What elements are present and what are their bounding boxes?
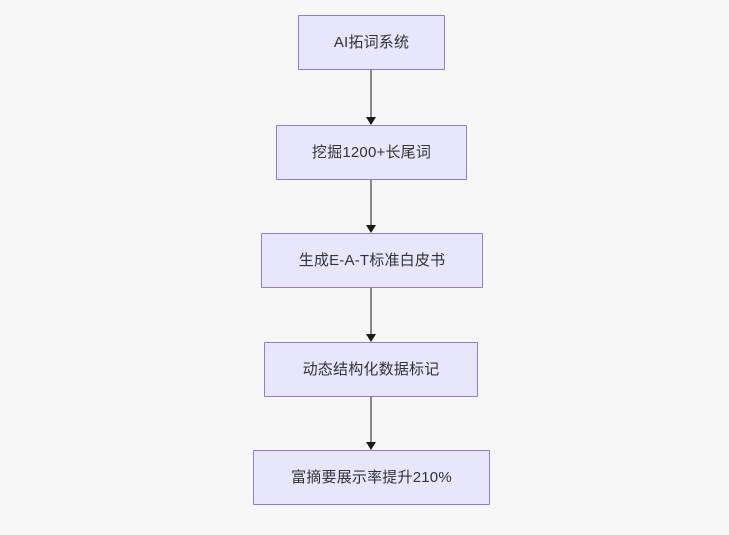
flow-node-structured-data-markup[interactable]: 动态结构化数据标记	[264, 342, 478, 397]
arrowhead-icon	[365, 225, 376, 233]
connector-line	[370, 180, 372, 225]
flow-node-ai-keyword-system[interactable]: AI拓词系统	[298, 15, 445, 70]
flow-node-eat-whitepaper[interactable]: 生成E-A-T标准白皮书	[261, 233, 483, 288]
connector-line	[370, 397, 372, 442]
flow-node-longtail-mining[interactable]: 挖掘1200+长尾词	[276, 125, 467, 180]
flow-node-rich-snippet-result[interactable]: 富摘要展示率提升210%	[253, 450, 490, 505]
connector-line	[370, 288, 372, 334]
arrowhead-icon	[365, 442, 376, 450]
connector-line	[370, 70, 372, 117]
arrowhead-icon	[365, 117, 376, 125]
arrowhead-icon	[365, 334, 376, 342]
